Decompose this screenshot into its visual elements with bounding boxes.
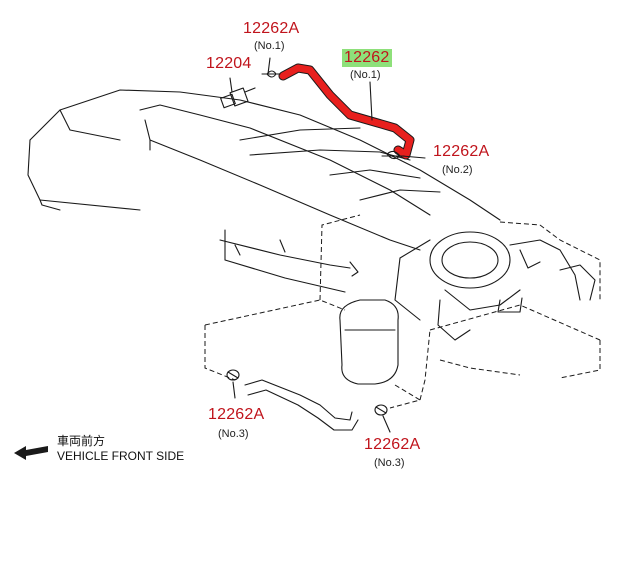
hose-12262-highlighted (278, 63, 415, 160)
dashed-outlines (204, 214, 601, 409)
clip-no2 (381, 150, 405, 160)
clip-no3-left (226, 369, 240, 381)
callout-12204-number: 12204 (206, 55, 252, 72)
air-intake-chamber (339, 299, 399, 385)
lower-hose (244, 379, 359, 431)
callout-12262a-no3-right-sub: (No.3) (374, 457, 405, 469)
callout-12262a-no3-right-number: 12262A (364, 436, 421, 453)
callout-12262a-no1-sub: (No.1) (254, 40, 285, 52)
vehicle-front-label-jp: 車両前方 (57, 434, 106, 448)
clip-no3-right (374, 404, 388, 416)
throttle-body (394, 231, 596, 341)
arrow-left-icon (14, 446, 48, 460)
leader-lines (229, 57, 426, 433)
vehicle-front-label-en: VEHICLE FRONT SIDE (57, 449, 185, 463)
callout-12262a-no2-number: 12262A (433, 143, 490, 160)
callout-12262a-no1-number: 12262A (243, 20, 300, 37)
callout-12262a-no2-sub: (No.2) (442, 164, 473, 176)
callout-12262-no1-number: 12262 (342, 49, 392, 67)
engine-outline (27, 89, 501, 293)
pcv-valve-12204 (220, 87, 256, 109)
callout-12262-no1-sub: (No.1) (350, 69, 381, 81)
callout-12262a-no3-left-sub: (No.3) (218, 428, 249, 440)
clip-no1 (261, 70, 281, 78)
callout-12262a-no3-left-number: 12262A (208, 406, 265, 423)
